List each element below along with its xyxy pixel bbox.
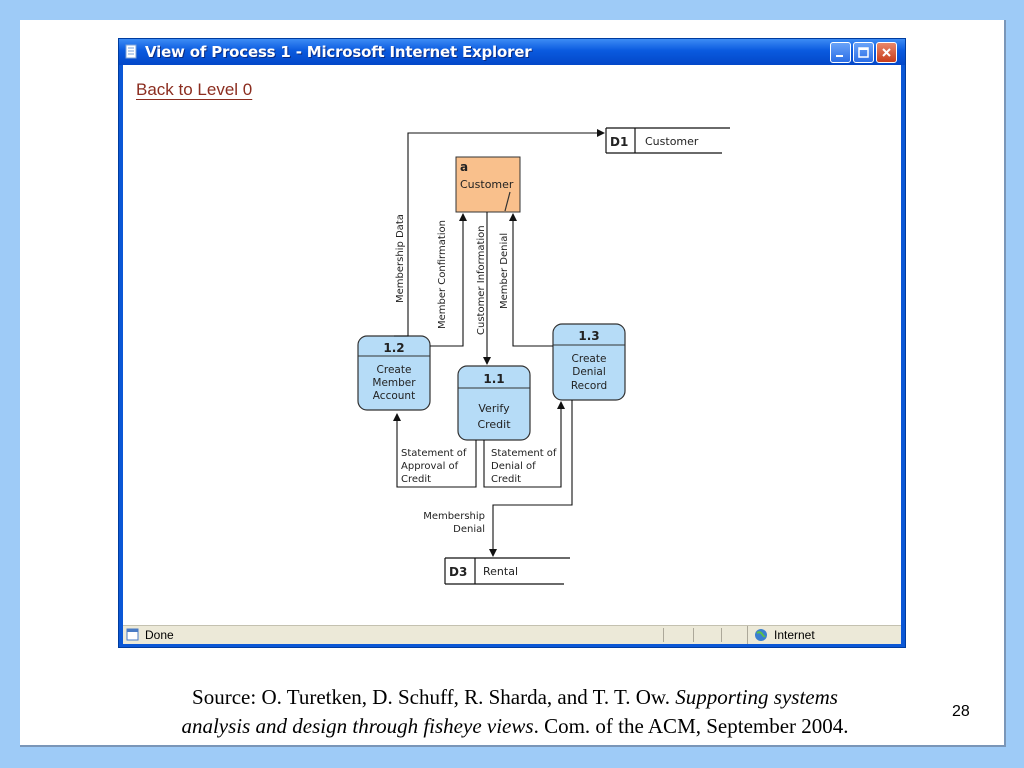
- status-divider: [693, 628, 694, 642]
- data-store-d1: D1 Customer: [605, 127, 730, 154]
- data-store-d1-id: D1: [610, 135, 628, 149]
- process-label-line: Credit: [477, 418, 511, 431]
- maximize-icon: [858, 47, 869, 58]
- flow-label-denial-line: Statement of: [491, 448, 557, 459]
- process-id: 1.3: [578, 329, 599, 343]
- page-number: 28: [952, 703, 970, 720]
- title-bar[interactable]: View of Process 1 - Microsoft Internet E…: [119, 39, 905, 65]
- flow-label-member-denial: Member Denial: [499, 233, 510, 309]
- page-done-icon: [126, 628, 139, 641]
- minimize-icon: [836, 55, 843, 57]
- back-to-level-0-link[interactable]: Back to Level 0: [136, 80, 253, 99]
- entity-id: a: [460, 160, 468, 174]
- external-entity-customer: a Customer: [455, 156, 521, 213]
- flow-label-approval-line: Credit: [401, 474, 431, 485]
- source-caption: Source: O. Turetken, D. Schuff, R. Shard…: [100, 683, 930, 741]
- zone-label: Internet: [774, 628, 815, 642]
- globe-icon: [755, 629, 767, 641]
- close-icon: [882, 48, 891, 57]
- document-icon: [125, 44, 137, 59]
- process-label-line: Record: [571, 380, 607, 392]
- maximize-button[interactable]: [853, 42, 874, 63]
- flow-label-member-confirmation: Member Confirmation: [437, 220, 448, 329]
- caption-title-part2: analysis and design through fisheye view…: [181, 714, 534, 738]
- flow-label-membership-data: Membership Data: [395, 214, 406, 303]
- flow-label-customer-information: Customer Information: [476, 225, 487, 335]
- status-divider: [663, 628, 664, 642]
- flow-membership-data-arrow: [394, 129, 605, 337]
- close-button[interactable]: [876, 42, 897, 63]
- flow-denial-arrow: [483, 401, 565, 488]
- minimize-button[interactable]: [830, 42, 851, 63]
- process-label-line: Denial: [572, 366, 605, 378]
- flow-member-confirmation-arrow: [430, 213, 467, 347]
- data-store-d1-label: Customer: [645, 135, 699, 148]
- process-id: 1.1: [483, 372, 504, 386]
- caption-title-part1: Supporting systems: [675, 685, 838, 709]
- process-1-2: 1.2 Create Member Account: [357, 335, 431, 411]
- flow-label-membership-denial-line: Denial: [453, 524, 485, 535]
- flow-label-denial-line: Denial of: [491, 461, 536, 472]
- caption-venue: . Com. of the ACM, September 2004.: [533, 714, 849, 738]
- process-1-3: 1.3 Create Denial Record: [552, 323, 626, 401]
- process-1-1: 1.1 Verify Credit: [457, 365, 531, 441]
- entity-label: Customer: [460, 178, 514, 191]
- flow-label-approval-line: Approval of: [401, 461, 459, 472]
- process-label-line: Member: [372, 377, 416, 389]
- process-label-line: Verify: [478, 402, 510, 415]
- status-divider: [721, 628, 722, 642]
- status-text: Done: [145, 628, 174, 642]
- status-bar: Done Internet: [123, 625, 901, 644]
- data-store-d3-label: Rental: [483, 565, 518, 578]
- flow-membership-denial-arrow: [489, 400, 573, 557]
- process-label-line: Account: [373, 390, 415, 402]
- flow-approval-arrow: [393, 413, 477, 488]
- flow-member-denial-arrow: [509, 213, 553, 347]
- data-store-d3: D3 Rental: [444, 557, 570, 585]
- window-title: View of Process 1 - Microsoft Internet E…: [145, 43, 532, 61]
- flow-label-membership-denial-line: Membership: [423, 511, 485, 522]
- process-label-line: Create: [377, 364, 412, 376]
- process-id: 1.2: [383, 341, 404, 355]
- data-store-d3-id: D3: [449, 565, 467, 579]
- caption-authors: Source: O. Turetken, D. Schuff, R. Shard…: [192, 685, 676, 709]
- flow-label-denial-line: Credit: [491, 474, 521, 485]
- flow-label-approval-line: Statement of: [401, 448, 467, 459]
- process-label-line: Create: [572, 353, 607, 365]
- security-zone: Internet: [747, 626, 898, 644]
